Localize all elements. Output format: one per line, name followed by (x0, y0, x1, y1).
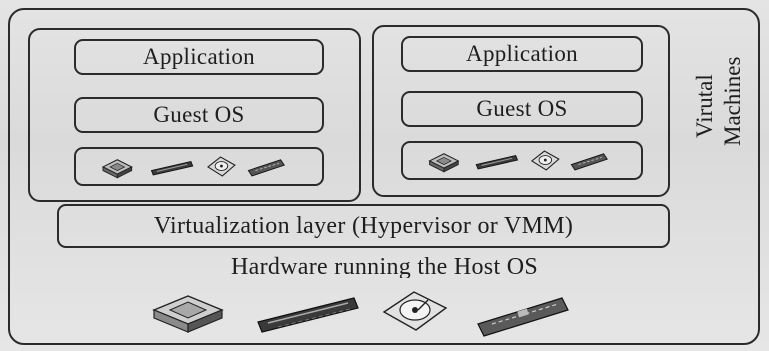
vm-left-hardware-row (74, 147, 324, 186)
host-machine-frame (8, 8, 760, 345)
vm-right-application-label: Application (466, 41, 578, 66)
expansion-card-icon (570, 153, 608, 171)
memory-module-icon (150, 161, 194, 176)
virtual-machines-label: Virutal Machines (690, 30, 760, 150)
hard-disk-icon (207, 156, 236, 177)
vm-right-hardware-row (401, 141, 643, 180)
vm-left-guest-os-box: Guest OS (74, 97, 324, 133)
vm-right-application-box: Application (401, 36, 643, 72)
host-cpu-chip-icon (152, 295, 224, 333)
hard-disk-icon (530, 150, 560, 171)
virtual-machines-label-line2: Machines (720, 56, 745, 146)
virtualization-layer-box: Virtualization layer (Hypervisor or VMM) (57, 204, 670, 248)
virtual-machine-left: Application Guest OS (28, 28, 361, 202)
virtual-machines-label-line1: Virutal (692, 74, 717, 138)
vm-left-application-label: Application (143, 44, 255, 69)
vm-right-hardware-icons (428, 150, 608, 173)
expansion-card-icon (247, 159, 285, 177)
host-expansion-card-icon (477, 297, 569, 337)
memory-module-icon (475, 155, 519, 170)
host-hardware-icons (152, 291, 569, 337)
vm-right-guest-os-box: Guest OS (401, 91, 643, 127)
vm-left-application-box: Application (74, 39, 324, 75)
host-hard-disk-icon (382, 291, 448, 331)
cpu-chip-icon (428, 153, 460, 173)
vm-left-hardware-icons (101, 156, 285, 179)
host-hardware-label: Hardware running the Host OS (230, 254, 538, 278)
vm-right-guest-os-label: Guest OS (476, 96, 568, 121)
cpu-chip-icon (101, 159, 133, 179)
vm-left-guest-os-label: Guest OS (153, 102, 245, 127)
host-memory-module-icon (257, 297, 359, 333)
virtualization-layer-label: Virtualization layer (Hypervisor or VMM) (153, 212, 574, 239)
virtual-machine-right: Application Guest OS (372, 25, 670, 197)
